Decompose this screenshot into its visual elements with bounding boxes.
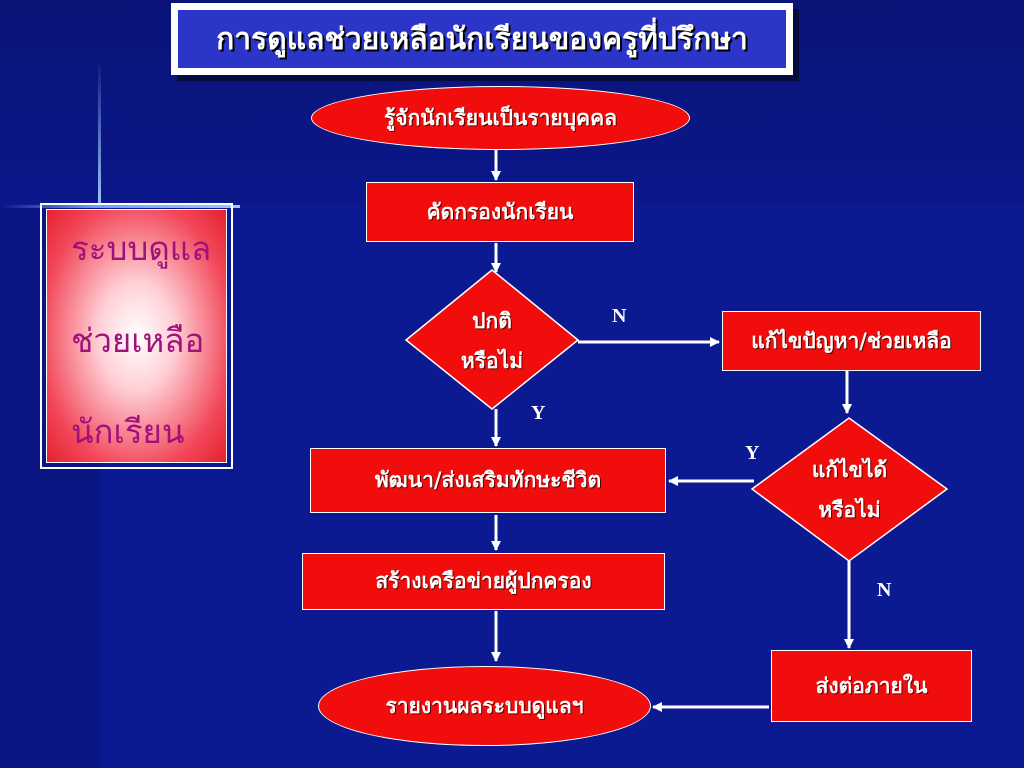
- flow-node-know-students: รู้จักนักเรียนเป็นรายบุคคล: [311, 86, 690, 150]
- flow-node-develop: พัฒนา/ส่งเสริมทักษะชีวิต: [310, 448, 666, 513]
- node-label: หรือไม่: [460, 348, 524, 373]
- edge-label-no: N: [612, 305, 627, 327]
- edge-label-no: N: [877, 579, 892, 601]
- node-label: แก้ไขปัญหา/ช่วยเหลือ: [751, 327, 952, 353]
- node-label: ปกติ: [472, 308, 512, 334]
- flow-node-report: รายงานผลระบบดูแลฯ: [318, 666, 651, 746]
- node-label: คัดกรองนักเรียน: [426, 198, 574, 224]
- side-panel-fill: ระบบดูแล ช่วยเหลือ นักเรียน: [46, 209, 227, 463]
- edge-label-yes: Y: [745, 442, 760, 464]
- flow-decision-normal: ปกติ หรือไม่: [406, 278, 578, 404]
- page-title: การดูแลช่วยเหลือนักเรียนของครูที่ปรึกษา: [216, 21, 748, 57]
- decorative-line: [98, 60, 101, 208]
- node-label: แก้ไขได้: [811, 457, 888, 483]
- edge-label-yes: Y: [531, 402, 546, 424]
- side-panel-line: ช่วยเหลือ: [71, 321, 205, 360]
- node-label: ส่งต่อภายใน: [815, 672, 928, 698]
- flow-node-parent-network: สร้างเครือข่ายผู้ปกครอง: [302, 553, 665, 610]
- decision-diamond: [404, 269, 580, 410]
- side-panel-line: ระบบดูแล: [71, 229, 212, 268]
- title-box: การดูแลช่วยเหลือนักเรียนของครูที่ปรึกษา: [171, 3, 793, 75]
- flow-decision-solved: แก้ไขได้ หรือไม่: [752, 430, 947, 550]
- node-label: หรือไม่: [818, 497, 881, 522]
- flow-node-solve-help: แก้ไขปัญหา/ช่วยเหลือ: [722, 311, 981, 371]
- decision-diamond: [750, 417, 949, 562]
- side-panel: ระบบดูแล ช่วยเหลือ นักเรียน: [40, 203, 233, 469]
- decorative-line: [0, 205, 240, 208]
- node-label: รู้จักนักเรียนเป็นรายบุคคล: [383, 104, 618, 130]
- flow-node-screen-students: คัดกรองนักเรียน: [366, 182, 634, 242]
- node-label: สร้างเครือข่ายผู้ปกครอง: [375, 568, 592, 593]
- flow-node-refer-internal: ส่งต่อภายใน: [771, 650, 972, 722]
- node-label: รายงานผลระบบดูแลฯ: [385, 692, 584, 718]
- node-label: พัฒนา/ส่งเสริมทักษะชีวิต: [374, 467, 602, 492]
- side-panel-line: นักเรียน: [71, 412, 185, 451]
- title-panel: การดูแลช่วยเหลือนักเรียนของครูที่ปรึกษา: [178, 10, 786, 68]
